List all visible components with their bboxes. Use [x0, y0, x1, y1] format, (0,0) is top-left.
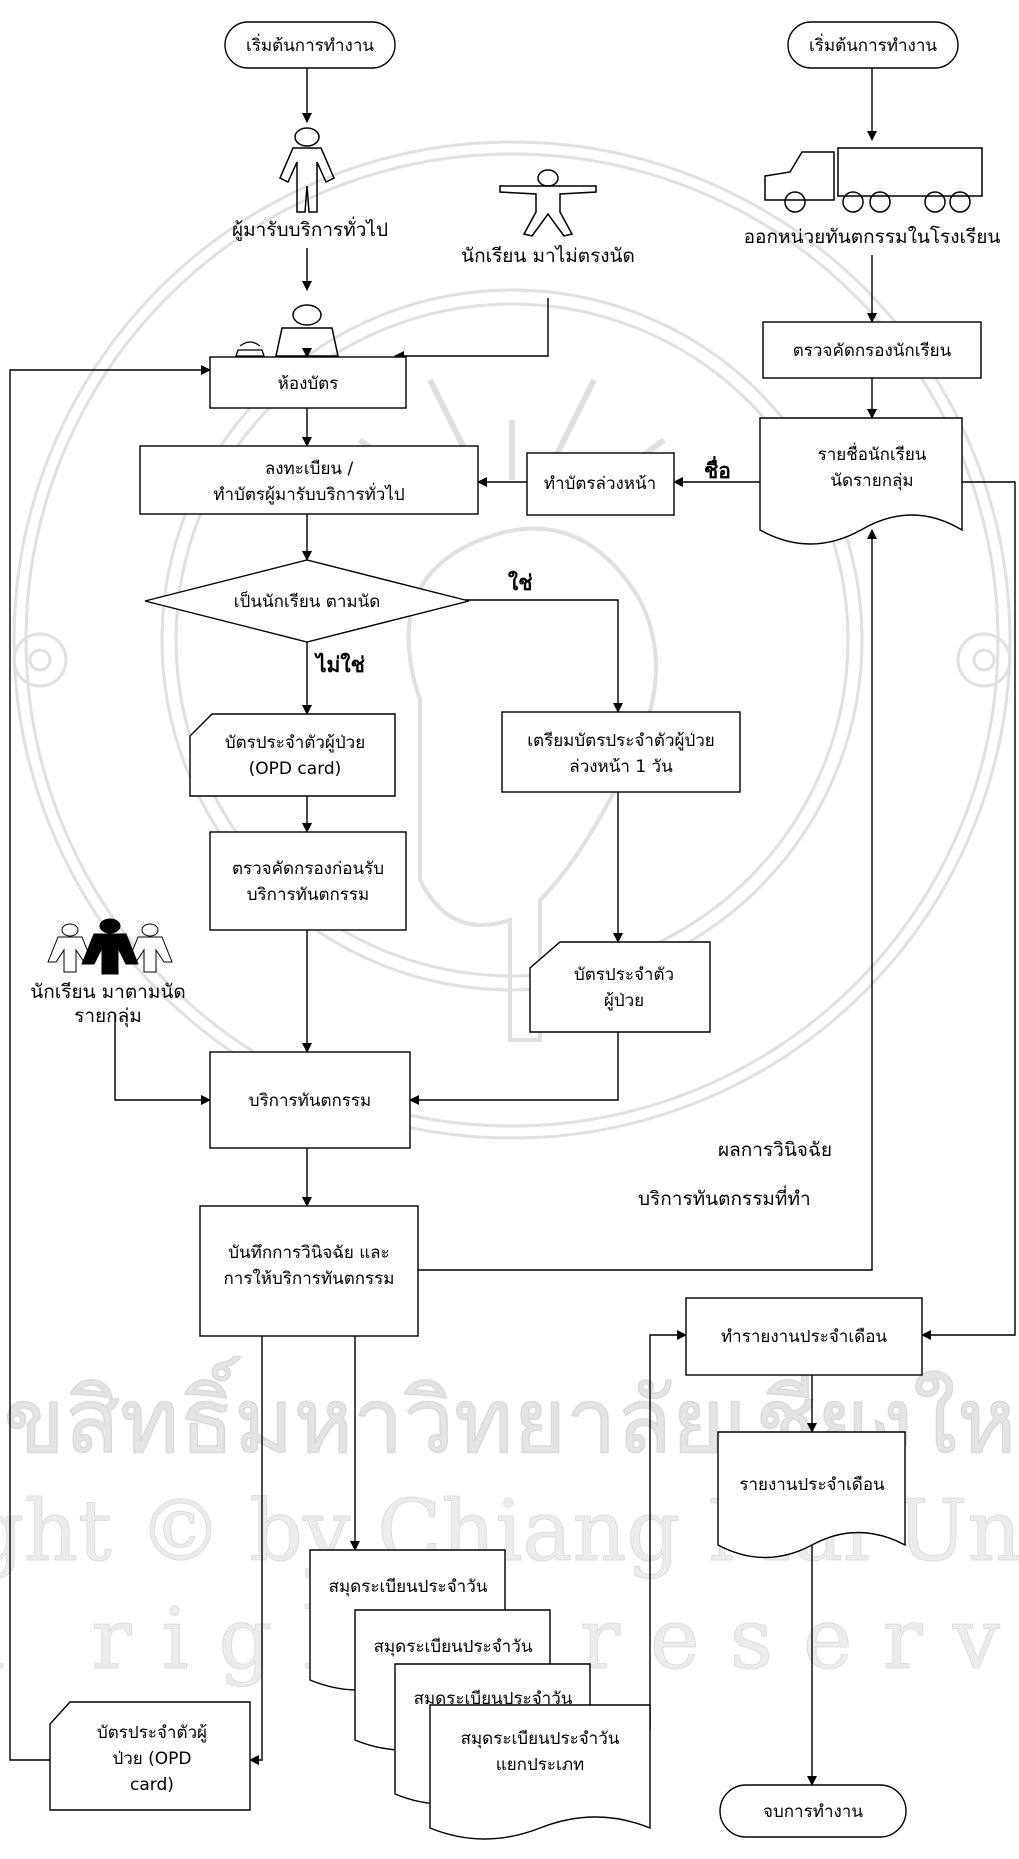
opd-card-out-label-2: ป่วย (OPD: [112, 1749, 191, 1769]
daily-book-a-label: สมุดระเบียนประจำวัน: [329, 1577, 488, 1597]
advance-card-node: ทำบัตรล่วงหน้า: [526, 452, 675, 516]
edge-studentlist-to-report: [921, 481, 1016, 1340]
truck-icon: [764, 147, 983, 213]
card-room-label: ห้องบัตร: [278, 374, 339, 394]
edge-label-no: ไม่ใช่: [314, 652, 365, 677]
start-right-node: เริ่มต้นการทำงาน: [787, 21, 959, 69]
pre-screen-node: ตรวจคัดกรองก่อนรับ บริการทันตกรรม: [209, 831, 407, 931]
advance-card-label: ทำบัตรล่วงหน้า: [544, 474, 656, 494]
screen-students-label: ตรวจคัดกรองนักเรียน: [793, 341, 952, 361]
pre-screen-label-1: ตรวจคัดกรองก่อนรับ: [232, 859, 384, 879]
daily-book-b-label: สมุดระเบียนประจำวัน: [374, 1637, 533, 1657]
monthly-report-task-node: ทำรายงานประจำเดือน: [685, 1297, 923, 1376]
prepare-card-node: เตรียมบัตรประจำตัวผู้ป่วย ล่วงหน้า 1 วัน: [501, 711, 741, 793]
decision-node: เป็นนักเรียน ตามนัด: [144, 559, 470, 643]
edge-books-to-report: [649, 1330, 687, 1730]
opd-card-label-1: บัตรประจำตัวผู้ป่วย: [225, 733, 365, 753]
group-students-label-1: นักเรียน มาตามนัด: [30, 981, 185, 1003]
start-right-label: เริ่มต้นการทำงาน: [809, 33, 937, 56]
start-left-label: เริ่มต้นการทำงาน: [246, 33, 374, 56]
person-at-desk-icon: [275, 304, 339, 357]
student-late-label: นักเรียน มาไม่ตรงนัด: [461, 245, 635, 267]
daily-book-d-label-2: แยกประเภท: [496, 1755, 585, 1775]
prepare-card-label-1: เตรียมบัตรประจำตัวผู้ป่วย: [527, 731, 715, 751]
monthly-report-task-label: ทำรายงานประจำเดือน: [721, 1327, 887, 1347]
end-label: จบการทำงาน: [763, 1802, 863, 1822]
register-label-2: ทำบัตรผู้มารับบริการทั่วไป: [213, 482, 404, 505]
card-room-node: ห้องบัตร: [209, 356, 407, 409]
patient-card-node: บัตรประจำตัว ผู้ป่วย: [529, 941, 711, 1033]
prepare-card-label-2: ล่วงหน้า 1 วัน: [569, 757, 673, 777]
patient-card-label-1: บัตรประจำตัว: [574, 965, 674, 985]
dental-service-node: บริการทันตกรรม: [209, 1051, 411, 1149]
opd-card-label-2: (OPD card): [249, 759, 342, 779]
opd-card-out-label-3: card): [130, 1775, 174, 1795]
patient-card-label-2: ผู้ป่วย: [604, 991, 644, 1011]
daily-book-d-label-1: สมุดระเบียนประจำวัน: [461, 1729, 620, 1749]
university-seal-icon: [12, 140, 1012, 1140]
edge-decision-yes: [465, 599, 623, 713]
edge-opdout-loop-to-cardroom: [9, 365, 211, 1761]
edge-label-yes: ใช่: [508, 570, 533, 595]
monthly-report-doc-node: รายงานประจำเดือน: [717, 1431, 906, 1559]
opd-card-out-label-1: บัตรประจำตัวผู้: [97, 1723, 207, 1743]
opd-card-out-node: บัตรประจำตัวผู้ ป่วย (OPD card): [49, 1701, 251, 1811]
record-label-2: การให้บริการทันตกรรม: [224, 1268, 395, 1289]
edge-late-to-cardroom: [394, 298, 549, 361]
register-label-1: ลงทะเบียน /: [265, 459, 354, 479]
register-node: ลงทะเบียน / ทำบัตรผู้มารับบริการทั่วไป: [139, 445, 479, 515]
edge-patientcard-to-service: [409, 1032, 619, 1105]
monthly-report-doc-label: รายงานประจำเดือน: [739, 1475, 885, 1495]
group-students-label-2: รายกลุ่ม: [74, 1005, 142, 1028]
edge-group-to-service: [114, 1014, 211, 1105]
edge-label-name: ชื่อ: [704, 455, 731, 483]
edge-label-diagnosis: ผลการวินิจฉัย: [718, 1139, 832, 1161]
student-list-label-1: รายชื่อนักเรียน: [818, 442, 927, 465]
general-client-label: ผู้มารับบริการทั่วไป: [232, 216, 388, 241]
mobile-unit-label: ออกหน่วยทันตกรรมในโรงเรียน: [744, 225, 1001, 248]
end-node: จบการทำงาน: [719, 1784, 907, 1838]
pre-screen-label-2: บริการทันตกรรม: [247, 885, 370, 905]
student-list-label-2: นัดรายกลุ่ม: [830, 471, 913, 491]
screen-students-node: ตรวจคัดกรองนักเรียน: [762, 321, 982, 379]
record-label-1: บันทึกการวินิจฉัย และ: [228, 1243, 389, 1263]
daily-book-d: สมุดระเบียนประจำวัน แยกประเภท: [429, 1704, 651, 1840]
person-arms-out-icon: [499, 169, 597, 237]
edge-record-to-opdout: [249, 1336, 263, 1765]
daily-book-stack: สมุดระเบียนประจำวัน สมุดระเบียนประจำวัน …: [309, 1549, 651, 1840]
person-standing-icon: [279, 127, 335, 213]
record-node: บันทึกการวินิจฉัย และ การให้บริการทันตกร…: [199, 1205, 419, 1337]
start-left-node: เริ่มต้นการทำงาน: [224, 21, 396, 69]
group-people-icon: [47, 918, 173, 975]
decision-label: เป็นนักเรียน ตามนัด: [234, 590, 381, 612]
daily-book-c-label: สมุดระเบียนประจำวัน: [414, 1689, 573, 1709]
opd-card-node: บัตรประจำตัวผู้ป่วย (OPD card): [189, 713, 396, 797]
student-list-document: รายชื่อนักเรียน นัดรายกลุ่ม: [759, 417, 963, 545]
edge-label-service-done: บริการทันตกรรมที่ทำ: [638, 1185, 811, 1210]
telephone-desk-icon: [235, 341, 265, 357]
edges: [9, 68, 1016, 1786]
dental-service-label: บริการทันตกรรม: [249, 1091, 372, 1111]
edge-record-to-studentlist: [418, 529, 877, 1271]
